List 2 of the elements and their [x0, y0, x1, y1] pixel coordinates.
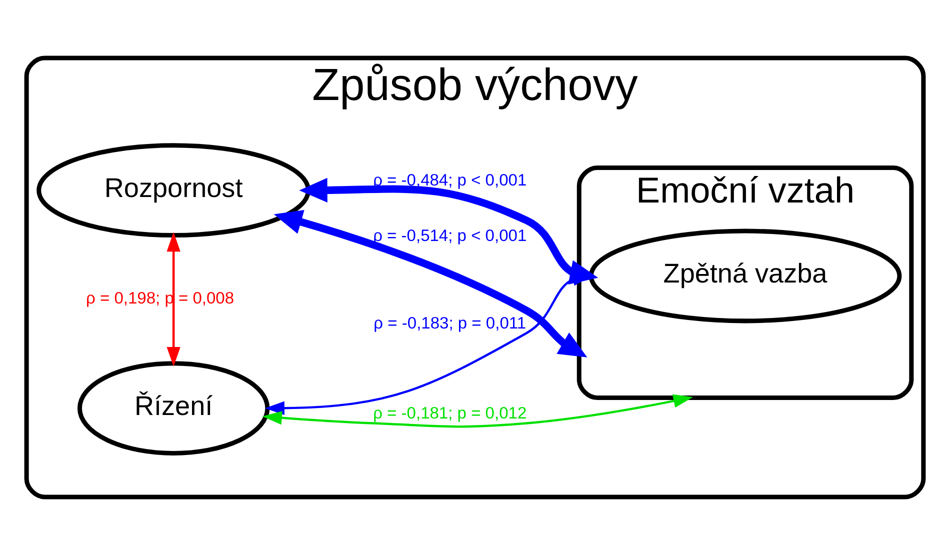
edge-label: ρ = -0,183; p = 0,011: [374, 312, 526, 332]
edge-label: ρ = -0,181; p = 0,012: [373, 402, 527, 422]
